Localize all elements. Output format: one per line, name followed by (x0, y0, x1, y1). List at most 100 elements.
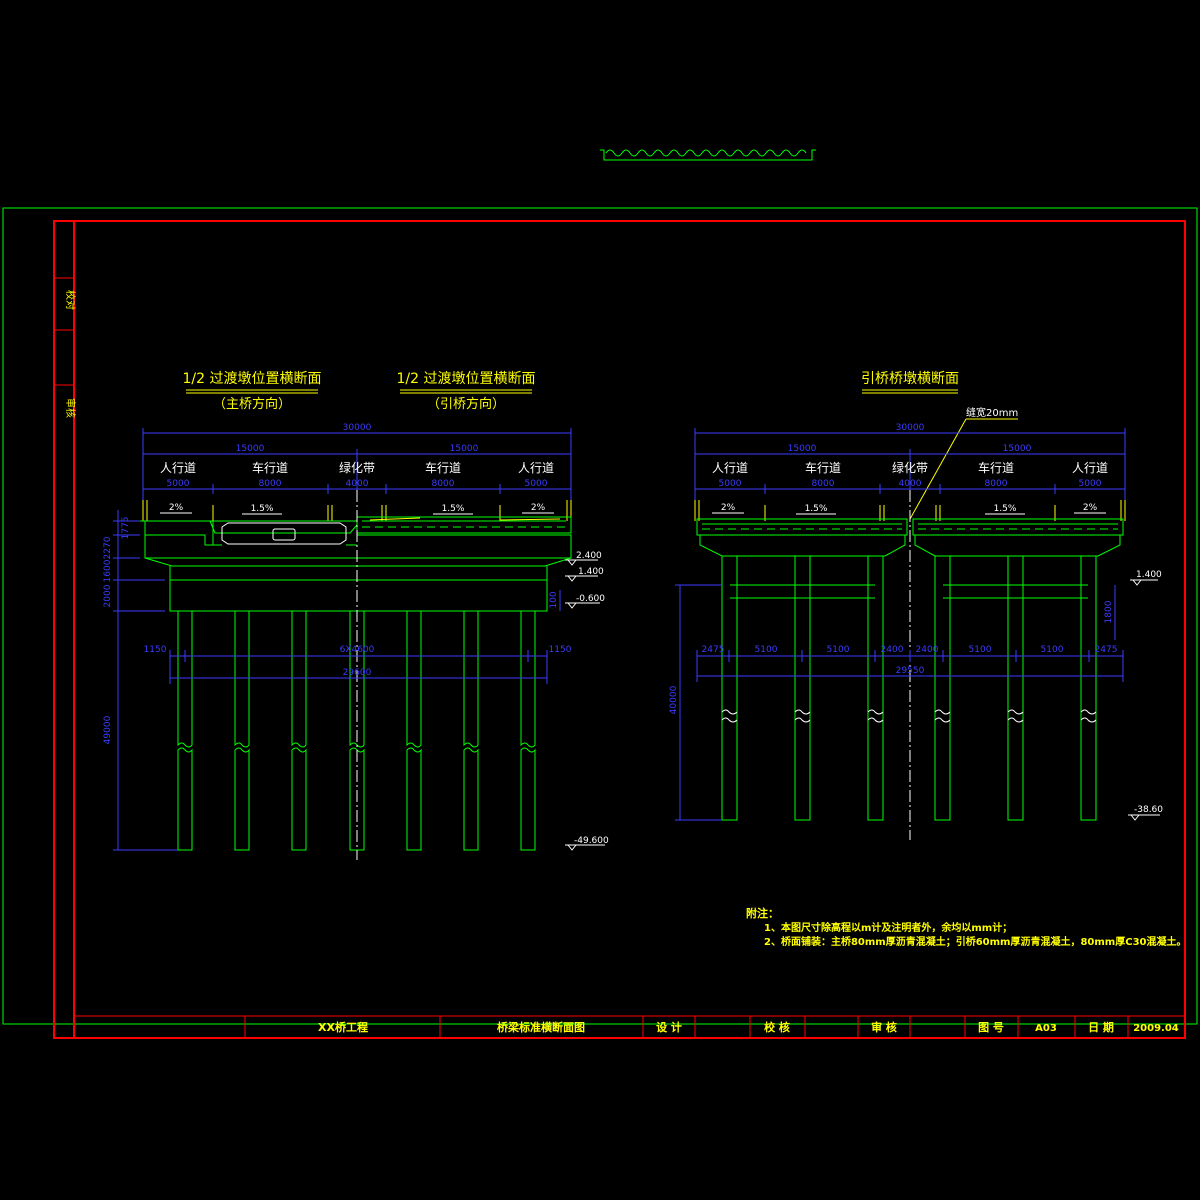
notes-heading: 附注： (746, 906, 779, 920)
right-cap-beams (699, 535, 1121, 557)
right-lane-width-3: 4000 (899, 479, 922, 489)
left-elev-2: 1.400 (578, 567, 604, 577)
left-slope-4: 2% (531, 503, 546, 513)
tb-project: XX桥工程 (318, 1020, 368, 1034)
left-vdim-4: 2000 (103, 584, 113, 607)
tb-drawing-name: 桥梁标准横断面图 (497, 1020, 585, 1034)
left-lane-label-5: 人行道 (518, 461, 554, 475)
right-elevation-marks (1128, 579, 1160, 821)
left-slope-1: 2% (169, 503, 184, 513)
right-gap-leader (909, 418, 967, 520)
left-lane-width-5: 5000 (525, 479, 548, 489)
right-pile-spacing-5: 2400 (916, 645, 939, 655)
right-slope-4: 2% (1083, 503, 1098, 513)
left-lane-label-4: 车行道 (425, 460, 461, 475)
left-lane-width-2: 8000 (259, 479, 282, 489)
left-lane-width-3: 4000 (346, 479, 369, 489)
left-cap-beam (144, 534, 572, 612)
right-lane-width-4: 8000 (985, 479, 1008, 489)
left-lane-label-2: 车行道 (252, 460, 288, 475)
right-vdim-1: 1800 (1104, 600, 1114, 623)
left-elev-4: -49.600 (574, 836, 609, 846)
tb-design-label: 设 计 (656, 1020, 682, 1034)
right-pile-length: 40000 (669, 685, 679, 714)
left-lane-width-1: 5000 (167, 479, 190, 489)
tb-drawing-no: A03 (1035, 1023, 1057, 1034)
notes: 附注： 1、本图尺寸除高程以m计及注明者外，余均以mm计； 2、桥面铺装：主桥8… (746, 906, 1186, 948)
note-2: 2、桥面铺装：主桥80mm厚沥青混凝土；引桥60mm厚沥青混凝土，80mm厚C3… (764, 935, 1186, 948)
right-pile-spacing-1: 2475 (702, 645, 725, 655)
left-vdim-3: 1600 (103, 559, 113, 582)
right-lane-label-5: 人行道 (1072, 461, 1108, 475)
right-slope-1: 2% (721, 503, 736, 513)
right-dim-half-right: 15000 (1003, 444, 1032, 454)
right-elev-1: 1.400 (1136, 570, 1162, 580)
left-pile-spacing-3: 1150 (549, 645, 572, 655)
left-dim-half-left: 15000 (236, 444, 265, 454)
left-vertical-dims (113, 510, 561, 851)
tb-check-label: 校 核 (764, 1020, 790, 1034)
note-1: 1、本图尺寸除高程以m计及注明者外，余均以mm计； (764, 921, 1012, 934)
right-lane-label-4: 车行道 (978, 460, 1014, 475)
right-lane-width-1: 5000 (719, 479, 742, 489)
right-pile-spacing-4: 2400 (881, 645, 904, 655)
right-lane-label-2: 车行道 (805, 460, 841, 475)
left-title-1: 1/2 过渡墩位置横断面 (183, 371, 322, 387)
left-subtitle-2: （引桥方向） (427, 396, 505, 412)
left-slope-2: 1.5% (251, 504, 274, 514)
left-view: 1/2 过渡墩位置横断面 （主桥方向） 1/2 过渡墩位置横断面 （引桥方向） … (103, 371, 609, 860)
left-dim-half-right: 15000 (450, 444, 479, 454)
right-view: 引桥桥墩横断面 缝宽20mm 30000 15000 15000 人行道 500… (669, 371, 1163, 840)
left-pile-length: 49000 (103, 715, 113, 744)
left-pile-spacing-1: 1150 (144, 645, 167, 655)
header-scribble-wave (605, 149, 807, 157)
right-railings (694, 500, 1126, 521)
title-block: XX桥工程 桥梁标准横断面图 设 计 校 核 审 核 图 号 A03 日 期 2… (74, 1015, 1185, 1038)
left-piles (177, 611, 536, 851)
left-pile-spacing-2: 6X4600 (340, 645, 375, 655)
left-elev-1: 2.400 (576, 551, 602, 561)
left-railings (142, 500, 572, 521)
right-slope-3: 1.5% (994, 504, 1017, 514)
left-main-deck (140, 520, 358, 546)
right-pile-spacing-6: 5100 (969, 645, 992, 655)
left-pile-dims (169, 650, 548, 684)
left-slope-3: 1.5% (442, 504, 465, 514)
side-strip: 校对 审核 (54, 277, 77, 418)
header-scribble: 00000000000000000000000000 (600, 149, 816, 161)
right-dim-lines (694, 428, 1126, 500)
left-elev-3: -0.600 (576, 594, 605, 604)
left-vdim-1: 1775 (121, 517, 131, 540)
right-pile-spacing-3: 5100 (827, 645, 850, 655)
tb-date: 2009.04 (1133, 1023, 1179, 1034)
left-lane-label-1: 人行道 (160, 461, 196, 475)
right-lane-width-5: 5000 (1079, 479, 1102, 489)
right-columns (721, 556, 1097, 821)
left-approach-deck (357, 516, 572, 534)
right-pile-spacing-8: 2475 (1095, 645, 1118, 655)
tb-drawing-no-label: 图 号 (978, 1021, 1004, 1034)
side-label-review: 审核 (64, 398, 77, 418)
left-dim-100: 100 (549, 591, 559, 608)
tb-date-label: 日 期 (1088, 1020, 1114, 1034)
left-pile-total: 29600 (343, 668, 372, 678)
left-dim-total: 30000 (343, 423, 372, 433)
left-title-2: 1/2 过渡墩位置横断面 (397, 371, 536, 387)
side-label-check: 校对 (64, 290, 77, 310)
right-dim-half-left: 15000 (788, 444, 817, 454)
inner-frame (53, 220, 1186, 1039)
right-title: 引桥桥墩横断面 (861, 371, 959, 387)
left-lane-width-4: 8000 (432, 479, 455, 489)
left-subtitle-1: （主桥方向） (213, 396, 291, 412)
right-decks (696, 518, 1124, 536)
right-vertical-dims (675, 584, 1116, 821)
outer-frame (2, 207, 1198, 1025)
right-lane-label-1: 人行道 (712, 461, 748, 475)
tb-review-label: 审 核 (871, 1020, 897, 1034)
right-pile-dims (696, 650, 1124, 682)
right-dim-total: 30000 (896, 423, 925, 433)
left-lane-label-3: 绿化带 (339, 460, 375, 475)
left-vdim-2: 2270 (103, 536, 113, 559)
left-dim-lines (142, 428, 572, 500)
